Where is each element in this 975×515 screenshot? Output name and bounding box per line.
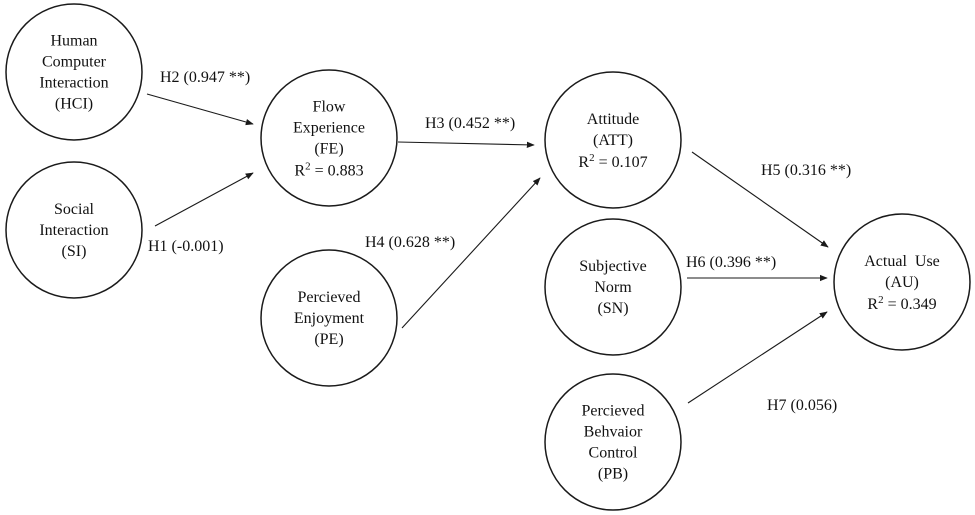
- node-circle: [260, 69, 398, 207]
- node-label-line: Actual Use: [864, 253, 940, 270]
- edge-label-pe-to-att: H4 (0.628 **): [365, 234, 455, 251]
- r-squared-superscript: 2: [589, 152, 595, 164]
- node-label-line: Behvaior: [584, 424, 643, 441]
- r-squared-value: 0.349: [901, 296, 937, 313]
- node-att: Attitude(ATT)R2 = 0.107: [544, 71, 682, 209]
- node-label-line: (PB): [598, 466, 628, 483]
- edge-arrow-att-to-au: [691, 151, 829, 248]
- node-label-line: Norm: [594, 279, 632, 296]
- r-squared-symbol: R: [867, 296, 878, 313]
- node-label-line: (PE): [314, 331, 343, 348]
- node-label-line: Computer: [42, 54, 107, 71]
- r-squared-label: R2 = 0.107: [578, 152, 647, 171]
- nodes-layer: HumanComputerInteraction(HCI)SocialInter…: [5, 3, 971, 511]
- node-label-line: Attitude: [587, 111, 639, 128]
- node-circle: [5, 161, 143, 299]
- edge-label-att-to-au: H5 (0.316 **): [761, 162, 851, 179]
- node-label-line: Enjoyment: [294, 310, 365, 327]
- node-label-line: Interaction: [39, 222, 108, 239]
- node-circle: [260, 249, 398, 387]
- r-squared-equals: =: [884, 296, 901, 313]
- node-label-line: Human: [50, 33, 97, 50]
- r-squared-label: R2 = 0.349: [867, 294, 936, 313]
- edge-label-fe-to-att: H3 (0.452 **): [425, 115, 515, 132]
- edge-label-hci-to-fe: H2 (0.947 **): [160, 69, 250, 86]
- node-au: Actual Use (AU) R2 = 0.349: [833, 213, 971, 351]
- r-squared-superscript: 2: [878, 294, 884, 306]
- r-squared-value: 0.883: [328, 163, 364, 180]
- r-squared-symbol: R: [578, 154, 589, 171]
- r-squared-value: 0.107: [612, 154, 648, 171]
- edge-labels-layer: H2 (0.947 **) H1 (-0.001) H3 (0.452 **) H4 …: [148, 69, 851, 414]
- node-circle: [544, 218, 682, 356]
- node-label-line: Control: [589, 445, 638, 462]
- edges-layer: [146, 93, 829, 404]
- edge-arrow-si-to-fe: [154, 172, 254, 227]
- node-circle: [544, 373, 682, 511]
- node-label-line: (ATT): [593, 132, 633, 149]
- node-label-line: (HCI): [55, 96, 93, 113]
- node-label-line: (FE): [314, 141, 343, 158]
- node-label-line: Social: [54, 201, 95, 218]
- edge-arrow-pe-to-att: [401, 177, 541, 329]
- r-squared-equals: =: [311, 163, 328, 180]
- r-squared-label: R2 = 0.883: [294, 161, 363, 180]
- node-circle: [833, 213, 971, 351]
- node-circle: [5, 3, 143, 141]
- edge-label-pb-to-au: H7 (0.056): [767, 397, 837, 414]
- node-label-line: (SN): [597, 300, 628, 317]
- node-circle: [544, 71, 682, 209]
- node-label-line: Experience: [293, 120, 365, 137]
- node-label-line: (SI): [62, 243, 87, 260]
- edge-arrow-fe-to-att: [397, 141, 535, 149]
- node-label-line: Flow: [313, 99, 346, 116]
- r-squared-superscript: 2: [305, 161, 311, 173]
- edge-label-si-to-fe: H1 (-0.001): [148, 238, 224, 255]
- r-squared-symbol: R: [294, 163, 305, 180]
- edge-label-sn-to-au: H6 (0.396 **): [686, 254, 776, 271]
- node-label-line: Subjective: [579, 258, 647, 275]
- node-label-line: Percieved: [581, 403, 644, 420]
- edge-arrow-hci-to-fe: [146, 93, 254, 126]
- edge-arrow-pb-to-au: [687, 311, 828, 404]
- node-label-line: Percieved: [297, 289, 360, 306]
- r-squared-equals: =: [595, 154, 612, 171]
- node-label-line: Interaction: [39, 75, 108, 92]
- node-label-line: (AU): [885, 274, 919, 291]
